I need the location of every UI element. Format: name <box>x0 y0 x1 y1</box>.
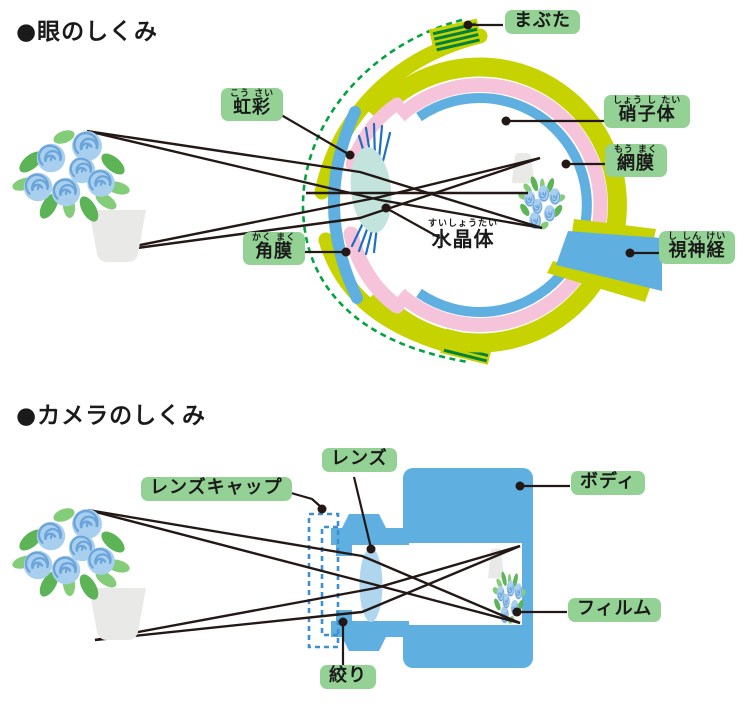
object-bouquet-eye <box>11 128 146 262</box>
camera-lens-shape <box>359 548 383 622</box>
label-optic-nerve-furigana: し しん けい <box>668 232 727 242</box>
label-body-text: ボディ <box>580 471 636 492</box>
label-lens: レンズ <box>322 448 397 472</box>
eye-section-title: ●眼のしくみ <box>16 19 158 45</box>
label-vitreous-body: しょう し たい 硝子体 <box>604 95 691 129</box>
label-cornea-furigana: かく まく <box>252 233 297 243</box>
lens-barrel <box>331 514 409 651</box>
label-vitreous-text: 硝子体 <box>618 104 676 126</box>
label-optic-nerve-text: 視神経 <box>668 240 726 262</box>
eye-light-rays <box>86 129 543 255</box>
retina-ring <box>416 93 592 317</box>
label-eyelid: まぶた <box>505 10 580 34</box>
label-vitreous-furigana: しょう し たい <box>613 96 682 106</box>
eye-leader-lines <box>275 20 659 258</box>
optic-nerve <box>547 219 662 302</box>
label-body: ボディ <box>571 471 645 495</box>
label-cornea-text: 角膜 <box>255 241 294 263</box>
sclera-ring <box>366 57 627 353</box>
label-aperture: 絞り <box>320 665 376 689</box>
label-aperture-text: 絞り <box>329 665 367 686</box>
label-film-text: フィルム <box>577 598 653 619</box>
label-optic-nerve: し しん けい 視神経 <box>659 231 736 265</box>
label-cornea: かく まく 角膜 <box>243 232 306 266</box>
label-eyelid-text: まぶた <box>514 10 571 31</box>
camera-leader-lines <box>283 476 570 665</box>
choroid-ring <box>395 78 608 332</box>
label-iris-text: 虹彩 <box>233 97 272 119</box>
label-lens-text: レンズ <box>331 448 388 469</box>
label-film: フィルム <box>568 598 662 622</box>
aperture-blade-top <box>336 545 352 556</box>
aperture-blade-bottom <box>336 610 352 621</box>
upper-eyelash-icon <box>428 18 483 54</box>
label-iris-furigana: こう さい <box>230 89 275 99</box>
label-lens-cap-text: レンズキャップ <box>150 477 283 498</box>
label-retina-furigana: もう まく <box>614 145 658 155</box>
label-retina: もう まく 網膜 <box>605 144 667 178</box>
fovea-notch <box>556 185 572 201</box>
label-crystalline-lens-text: 水晶体 <box>431 227 495 252</box>
label-iris: こう さい 虹彩 <box>221 88 284 122</box>
eyelid-dashed-outline <box>301 18 469 364</box>
label-lens-cap: レンズキャップ <box>141 477 292 501</box>
camera-section-title: ●カメラのしくみ <box>16 403 206 429</box>
iris-upper <box>345 97 404 171</box>
object-bouquet-camera <box>11 506 146 640</box>
label-retina-text: 網膜 <box>616 153 655 175</box>
eye-diagram <box>11 18 662 365</box>
camera-diagram <box>11 468 570 668</box>
label-crystalline-lens-furigana: すいしょうたい <box>428 219 499 229</box>
camera-light-rays <box>87 508 521 642</box>
focus-ring-bottom <box>342 637 386 651</box>
label-crystalline-lens: すいしょうたい 水晶体 <box>428 219 499 252</box>
